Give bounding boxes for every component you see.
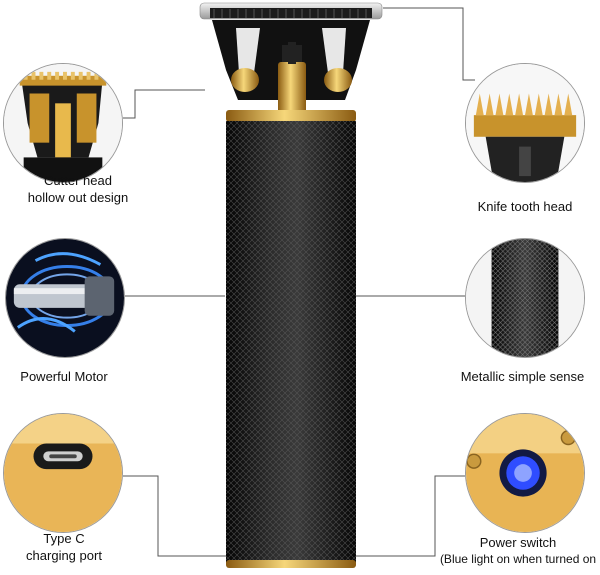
knife-teeth-icon [466,64,584,182]
type-c-line2: charging port [26,548,102,563]
motor-label: Powerful Motor [0,368,128,385]
motor-circle [5,238,125,358]
metallic-line1: Metallic simple sense [460,369,585,384]
motor-line1: Powerful Motor [20,369,108,384]
knife-tooth-label: Knife tooth head [450,198,600,215]
knife-tooth-line1: Knife tooth head [477,199,573,214]
motor-icon [6,239,124,357]
usb-c-port-icon [4,414,122,532]
power-switch-circle [465,413,585,533]
knife-tooth-circle [465,63,585,183]
cutter-head-line1: Cutter head [44,173,112,188]
knurled-body-icon [466,239,584,357]
cutter-head-line2: hollow out design [27,190,129,205]
cutter-head-circle [3,63,123,183]
power-switch-label: Power switch (Blue light on when turned … [436,534,600,568]
type-c-circle [3,413,123,533]
power-button-icon [466,414,584,532]
type-c-label: Type C charging port [0,530,128,564]
cutter-head-label: Cutter head hollow out design [3,172,153,206]
power-switch-line1: Power switch [479,535,557,550]
metallic-label: Metallic simple sense [445,368,600,385]
power-switch-line2: (Blue light on when turned on [439,552,597,566]
metallic-circle [465,238,585,358]
type-c-line1: Type C [43,531,85,546]
cutter-head-icon [4,64,122,182]
